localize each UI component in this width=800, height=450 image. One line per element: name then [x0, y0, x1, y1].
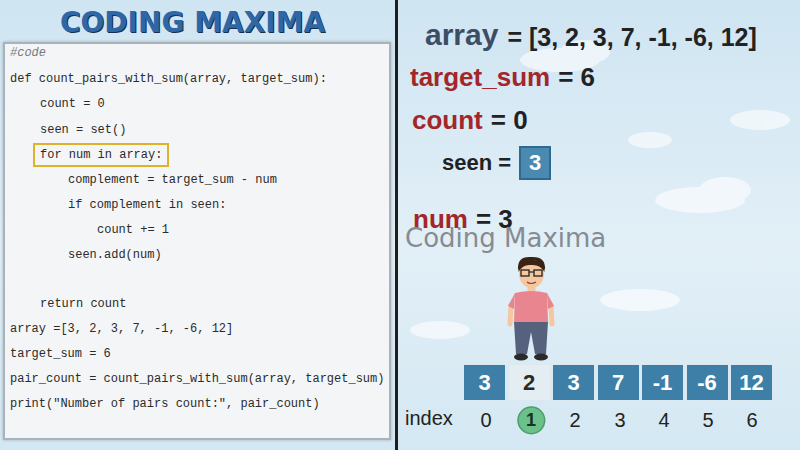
value-text: 7 [612, 370, 624, 395]
code-line: array =[3, 2, 3, 7, -1, -6, 12] [10, 321, 233, 337]
code-comment: #code [10, 45, 46, 61]
code-line: if complement in seen: [68, 197, 226, 213]
logo-text: CODING MAXIMA [60, 7, 325, 39]
watermark: Coding Maxima [405, 224, 606, 254]
variable-name: seen = [442, 150, 511, 175]
variable-value: = [3, 2, 3, 7, -1, -6, 12] [507, 23, 756, 52]
variable-name: count [412, 106, 483, 136]
code-line: count += 1 [97, 222, 169, 238]
variable-value: = 0 [491, 106, 528, 136]
cartoon-person [508, 257, 554, 361]
value-text: 12 [739, 370, 763, 395]
code-line: seen = set() [40, 122, 126, 138]
code-line: pair_count = count_pairs_with_sum(array,… [10, 371, 384, 387]
set-element-box: 3 [519, 146, 551, 179]
marker-circle-shape [518, 407, 545, 434]
value-text: -6 [697, 370, 717, 395]
array-cell: -6 [686, 364, 729, 401]
axis-label: index [405, 407, 453, 430]
value-text: 3 [567, 370, 579, 395]
code-line: return count [40, 296, 126, 312]
index-number: 0 [480, 409, 491, 432]
code-line: complement = target_sum - num [68, 172, 277, 188]
index-number: 5 [702, 409, 713, 432]
code-line: for num in array: [40, 147, 162, 163]
code-panel: #code def count_pairs_with_sum(array, tar… [3, 42, 391, 440]
code-line: target_sum = 6 [10, 346, 111, 362]
variable-name: array [425, 18, 498, 53]
array-cell: 7 [597, 364, 640, 401]
index-number: 3 [614, 409, 625, 432]
code-line: print("Number of pairs count:", pair_cou… [10, 396, 320, 412]
value-text: 2 [523, 370, 535, 395]
code-line: seen.add(num) [68, 247, 162, 263]
code-highlight: for num in array: [33, 143, 169, 167]
array-cell: 3 [552, 364, 595, 401]
index-number: 2 [569, 409, 580, 432]
panel-divider [395, 0, 398, 450]
current-index-marker: 1 [517, 406, 546, 435]
index-number: 6 [746, 409, 757, 432]
value-text: 3 [529, 150, 541, 175]
array-cell: 12 [730, 364, 773, 401]
code-line: def count_pairs_with_sum(array, target_s… [10, 71, 327, 87]
code-line: count = 0 [40, 96, 105, 112]
index-number: 4 [658, 409, 669, 432]
variable-value: = 6 [558, 63, 595, 93]
value-text: -1 [653, 370, 673, 395]
value-text: 1 [526, 410, 536, 431]
value-text: 3 [478, 370, 490, 395]
array-cell: 2 [508, 364, 551, 401]
array-cell: -1 [641, 364, 684, 401]
array-cell: 3 [463, 364, 506, 401]
clouds [410, 40, 790, 339]
variable-name: target_sum [410, 63, 550, 93]
